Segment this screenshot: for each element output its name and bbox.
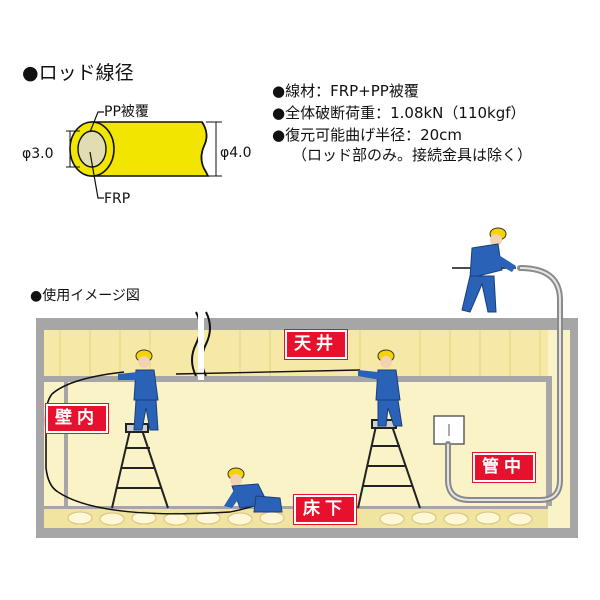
rod-illustration — [66, 111, 222, 199]
conduit-pipe-highlight — [447, 267, 561, 501]
pp-leader-line — [89, 111, 104, 133]
spec-note: （ロッド部のみ。接続金具は除く） — [292, 146, 533, 164]
pp-coating-label: PP被覆 — [104, 104, 149, 120]
worker-arm — [224, 490, 242, 508]
inner-diameter-label: φ3.0 — [22, 146, 54, 162]
worker-ceiling-left — [118, 349, 159, 431]
worker-arm — [490, 252, 516, 272]
worker-legs — [377, 399, 403, 427]
frp-leader-line — [89, 151, 104, 199]
rod-break-edge — [200, 121, 209, 177]
rod-diameter-title: ●ロッド線径 — [22, 62, 134, 84]
worker-ceiling-right — [358, 349, 403, 427]
ceiling-insulation-texture — [59, 330, 541, 376]
spec-list: ●線材：FRP+PP被覆 ●全体破断荷重：1.08kN（110kgf） ●復元可… — [272, 80, 526, 146]
worker-head — [230, 474, 242, 486]
worker-arm — [358, 370, 380, 380]
worker-floor — [224, 467, 283, 513]
usage-diagram-title: ●使用イメージ図 — [30, 288, 140, 304]
label-wall: 壁内 — [46, 404, 108, 433]
spec-bend-radius: ●復元可能曲げ半径：20cm — [272, 126, 463, 144]
spec-breaking-load: ●全体破断荷重：1.08kN（110kgf） — [272, 104, 526, 122]
label-conduit: 管中 — [473, 453, 535, 482]
worker-legs — [133, 399, 159, 431]
worker-head — [138, 356, 150, 368]
worker-legs — [253, 495, 283, 513]
worker-body — [375, 369, 401, 401]
spec-material: ●線材：FRP+PP被覆 — [272, 82, 419, 100]
left-wall-board — [64, 382, 68, 512]
right-partition — [546, 376, 552, 506]
worker-legs — [461, 275, 497, 313]
worker-body — [133, 369, 159, 401]
ceiling-rod — [175, 369, 361, 375]
floor-stones — [67, 511, 533, 526]
worker-roof — [461, 227, 516, 313]
outer-diameter-label: φ4.0 — [220, 145, 252, 161]
worker-arm — [118, 372, 140, 380]
label-floor: 床下 — [294, 495, 356, 524]
label-ceiling: 天井 — [285, 330, 347, 359]
ceiling-board — [44, 376, 548, 382]
worker-head — [490, 234, 502, 246]
break-gap — [198, 310, 204, 380]
frp-core-label: FRP — [104, 191, 131, 207]
worker-head — [380, 356, 392, 368]
